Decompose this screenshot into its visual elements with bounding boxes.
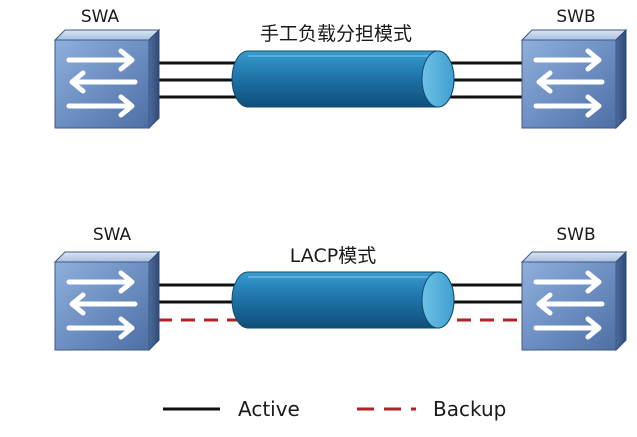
legend: Active Backup xyxy=(163,397,506,421)
switch-icon xyxy=(55,252,159,350)
link-bundle-icon xyxy=(231,50,455,108)
switch-b-label: SWB xyxy=(556,225,595,245)
lacp-mode-title: LACP模式 xyxy=(290,245,376,267)
manual-mode-title: 手工负载分担模式 xyxy=(260,23,412,45)
switch-icon xyxy=(55,30,159,128)
switch-b-label: SWB xyxy=(556,7,595,27)
link-bundle-icon xyxy=(231,271,455,329)
manual-mode-section: 手工负载分担模式 SWA SWB xyxy=(55,7,626,128)
lacp-mode-section: LACP模式 SWA SWB xyxy=(55,225,626,350)
legend-active-label: Active xyxy=(238,397,300,421)
legend-backup-label: Backup xyxy=(433,397,506,421)
switch-a-label: SWA xyxy=(93,225,132,245)
switch-a-label: SWA xyxy=(81,7,120,27)
switch-icon xyxy=(522,30,626,128)
switch-icon xyxy=(522,252,626,350)
